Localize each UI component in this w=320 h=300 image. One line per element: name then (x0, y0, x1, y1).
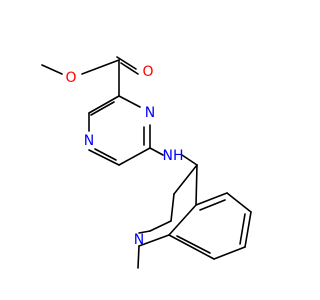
bond-azepine-c3-c2 (149, 220, 172, 232)
bond-pyrazine-n4-c5-inner (94, 148, 117, 161)
bond-n-methyl (137, 245, 140, 269)
atom-n-pyrazine-1: N (145, 105, 155, 121)
atom-o-ester: O (65, 70, 76, 86)
bond-benzene-c5a-c6 (195, 192, 228, 206)
bond-benzene-c8-c9 (213, 246, 246, 260)
bond-azepine-n1-c9a (138, 234, 170, 247)
bond-benzene-c5a-c6-inner (199, 199, 226, 211)
bond-azepine-c2-n1 (138, 230, 151, 234)
bond-amine-to-c5 (181, 154, 198, 166)
bond-carbonyl-double (116, 56, 137, 70)
bond-pyrazine-c2-c3-inner (90, 101, 115, 116)
atom-n-ring: N (134, 232, 144, 248)
bond-benzene-c9-c9a-inner (176, 235, 211, 254)
bond-azepine-c4-c3 (170, 193, 175, 222)
bond-oxygen-carbonyl-carbon (81, 59, 120, 75)
bond-benzene-c7-c8-inner (239, 213, 246, 245)
atom-n-amine: NH (163, 148, 184, 164)
atom-n-pyrazine-4: N (84, 133, 94, 149)
bond-azepine-c5-c4 (173, 164, 198, 195)
bond-pyrazine-c2-c3 (88, 95, 120, 114)
atom-o-carbonyl: O (142, 64, 153, 80)
atom-labels: O O N N NH N (65, 64, 183, 248)
bond-benzene-c9-c9a (168, 234, 215, 260)
bond-pyrazine-n4-c5 (88, 149, 120, 166)
bond-benzene-c7-c8 (244, 211, 252, 248)
bond-benzene-c5a-c9a (168, 204, 197, 236)
bond-carbonyl-double-inner (120, 62, 139, 75)
bond-ring-to-amine (149, 147, 164, 156)
bond-pyrazine-n1-c2 (118, 95, 141, 108)
bond-pyrazine-c5-c6 (118, 147, 151, 166)
molecule-canvas: O O N N NH N (41, 56, 252, 269)
bond-benzene-c6-c7 (226, 192, 252, 213)
bond-methyl-oxygen (41, 64, 63, 75)
bond-azepine-c5a-c5 (195, 164, 198, 206)
molecule-structure: O O N N NH N (41, 56, 252, 269)
bonds (41, 56, 252, 269)
